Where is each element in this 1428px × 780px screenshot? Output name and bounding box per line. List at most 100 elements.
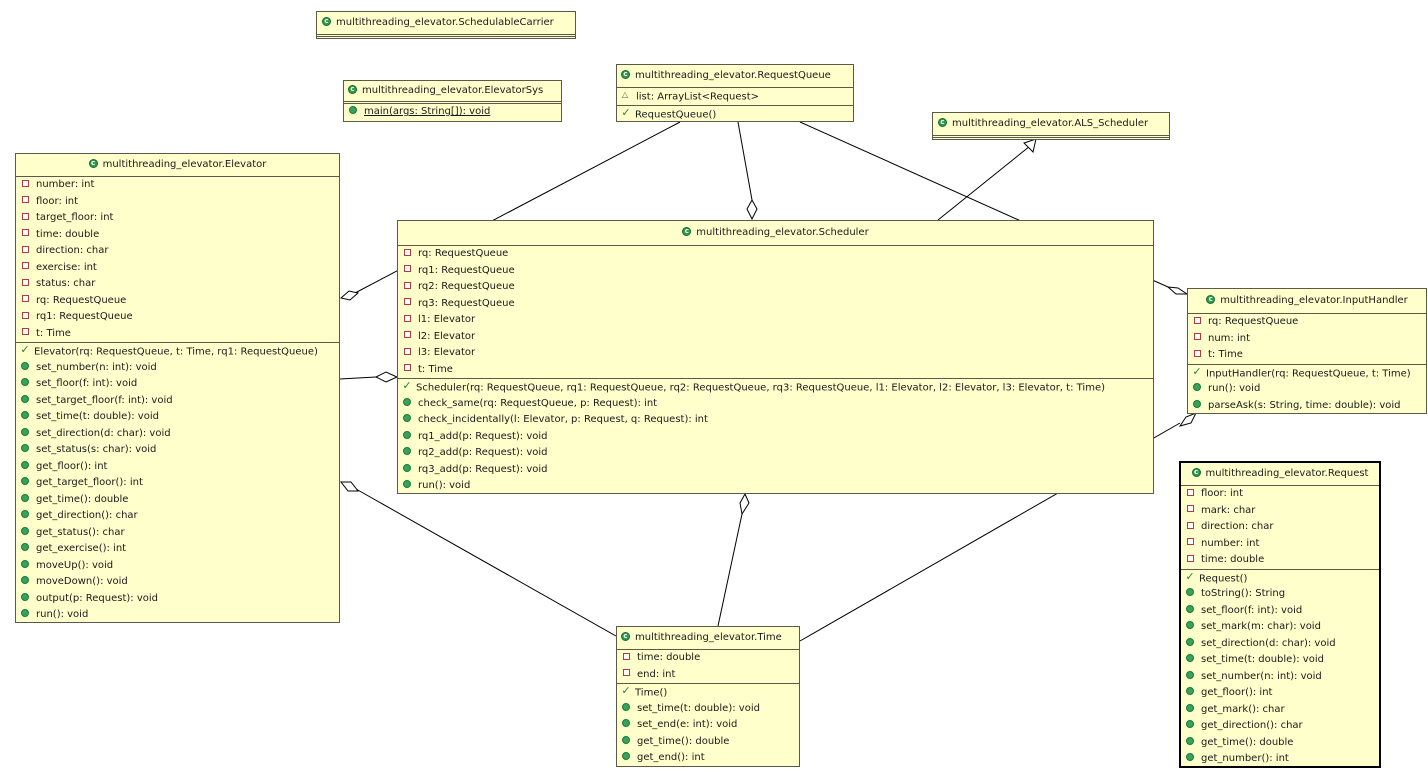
method-row[interactable]: ✓RequestQueue(): [617, 106, 853, 123]
method-row[interactable]: rq3_add(p: Request): void: [398, 462, 1153, 479]
method-row[interactable]: set_number(n: int): void: [16, 360, 339, 377]
field-row[interactable]: time: double: [16, 227, 339, 244]
private-field-icon: [404, 331, 411, 338]
field-row[interactable]: target_floor: int: [16, 210, 339, 227]
method-text: run(): void: [418, 480, 471, 491]
method-row[interactable]: set_time(t: double): void: [617, 701, 799, 718]
method-row[interactable]: output(p: Request): void: [16, 591, 339, 608]
field-row[interactable]: rq: RequestQueue: [16, 293, 339, 310]
method-row[interactable]: run(): void: [398, 478, 1153, 495]
public-method-icon: [1186, 637, 1194, 646]
field-row[interactable]: time: double: [617, 650, 799, 667]
method-row[interactable]: get_time(): double: [617, 734, 799, 751]
method-row[interactable]: check_same(rq: RequestQueue, p: Request)…: [398, 396, 1153, 413]
method-row[interactable]: rq1_add(p: Request): void: [398, 429, 1153, 446]
field-row[interactable]: floor: int: [16, 194, 339, 211]
method-row[interactable]: run(): void: [16, 607, 339, 624]
private-field-icon: [404, 347, 411, 355]
field-row[interactable]: l3: Elevator: [398, 345, 1153, 362]
method-row[interactable]: get_floor(): int: [1181, 685, 1379, 702]
field-row[interactable]: number: int: [1181, 536, 1379, 553]
method-row[interactable]: get_floor(): int: [16, 459, 339, 476]
method-row[interactable]: set_floor(f: int): void: [1181, 603, 1379, 620]
field-row[interactable]: rq: RequestQueue: [1188, 314, 1426, 331]
method-row[interactable]: main(args: String[]): void: [344, 104, 561, 121]
method-row[interactable]: get_end(): int: [617, 750, 799, 767]
field-row[interactable]: status: char: [16, 276, 339, 293]
method-row[interactable]: ✓Time(): [617, 684, 799, 701]
method-row[interactable]: get_exercise(): int: [16, 541, 339, 558]
method-row[interactable]: set_status(s: char): void: [16, 442, 339, 459]
field-row[interactable]: t: Time: [398, 362, 1153, 379]
field-row[interactable]: direction: char: [16, 243, 339, 260]
generalization-triangle: [1023, 138, 1037, 153]
public-method-icon: [403, 430, 411, 439]
method-row[interactable]: check_incidentally(l: Elevator, p: Reque…: [398, 412, 1153, 429]
method-row[interactable]: parseAsk(s: String, time: double): void: [1188, 398, 1426, 415]
method-row[interactable]: rq2_add(p: Request): void: [398, 445, 1153, 462]
method-row[interactable]: run(): void: [1188, 381, 1426, 398]
field-row[interactable]: rq3: RequestQueue: [398, 296, 1153, 313]
method-row[interactable]: moveDown(): void: [16, 574, 339, 591]
field-row[interactable]: l1: Elevator: [398, 312, 1153, 329]
method-row[interactable]: set_mark(m: char): void: [1181, 619, 1379, 636]
method-row[interactable]: toString(): String: [1181, 586, 1379, 603]
method-row[interactable]: moveUp(): void: [16, 558, 339, 575]
field-row[interactable]: rq2: RequestQueue: [398, 279, 1153, 296]
class-icon: c: [88, 158, 98, 168]
method-row[interactable]: set_direction(d: char): void: [16, 426, 339, 443]
field-row[interactable]: rq1: RequestQueue: [398, 263, 1153, 280]
method-row[interactable]: get_number(): int: [1181, 751, 1379, 768]
field-row[interactable]: rq1: RequestQueue: [16, 309, 339, 326]
class-name: multithreading_elevator.Time: [635, 632, 782, 643]
aggregation-diamond-inputhandler-rq: [1166, 286, 1189, 295]
method-row[interactable]: get_time(): double: [1181, 735, 1379, 752]
field-row[interactable]: time: double: [1181, 552, 1379, 569]
method-row[interactable]: get_target_floor(): int: [16, 475, 339, 492]
field-row[interactable]: end: int: [617, 667, 799, 684]
method-text: RequestQueue(): [635, 108, 717, 120]
field-text: target_floor: int: [36, 212, 114, 223]
method-row[interactable]: set_time(t: double): void: [16, 409, 339, 426]
method-row[interactable]: get_direction(): char: [1181, 718, 1379, 735]
field-text: direction: char: [36, 245, 109, 256]
private-field-icon: [22, 179, 29, 187]
method-row[interactable]: get_direction(): char: [16, 508, 339, 525]
field-row[interactable]: rq: RequestQueue: [398, 246, 1153, 263]
field-row[interactable]: number: int: [16, 177, 339, 194]
field-row[interactable]: floor: int: [1181, 486, 1379, 503]
field-row[interactable]: exercise: int: [16, 260, 339, 277]
field-row[interactable]: l2: Elevator: [398, 329, 1153, 346]
method-row[interactable]: set_end(e: int): void: [617, 717, 799, 734]
field-row[interactable]: mark: char: [1181, 503, 1379, 520]
method-row[interactable]: get_status(): char: [16, 525, 339, 542]
method-row[interactable]: ✓Request(): [1181, 570, 1379, 587]
field-row[interactable]: t: Time: [16, 326, 339, 343]
method-row[interactable]: get_mark(): char: [1181, 702, 1379, 719]
method-row[interactable]: set_time(t: double): void: [1181, 652, 1379, 669]
method-row[interactable]: set_target_floor(f: int): void: [16, 393, 339, 410]
method-text: check_same(rq: RequestQueue, p: Request)…: [418, 397, 658, 409]
method-row[interactable]: ✓InputHandler(rq: RequestQueue, t: Time): [1188, 365, 1426, 382]
method-row[interactable]: set_direction(d: char): void: [1181, 636, 1379, 653]
method-row[interactable]: get_time(): double: [16, 492, 339, 509]
field-row[interactable]: num: int: [1188, 331, 1426, 348]
method-row[interactable]: set_floor(f: int): void: [16, 376, 339, 393]
method-row[interactable]: ✓Elevator(rq: RequestQueue, t: Time, rq1…: [16, 343, 339, 360]
method-row[interactable]: ✓Scheduler(rq: RequestQueue, rq1: Reques…: [398, 379, 1153, 396]
public-method-icon: [349, 106, 357, 114]
method-row[interactable]: set_number(n: int): void: [1181, 669, 1379, 686]
field-row[interactable]: △list: ArrayList<Request>: [617, 88, 853, 105]
field-row[interactable]: direction: char: [1181, 519, 1379, 536]
field-row[interactable]: t: Time: [1188, 347, 1426, 364]
